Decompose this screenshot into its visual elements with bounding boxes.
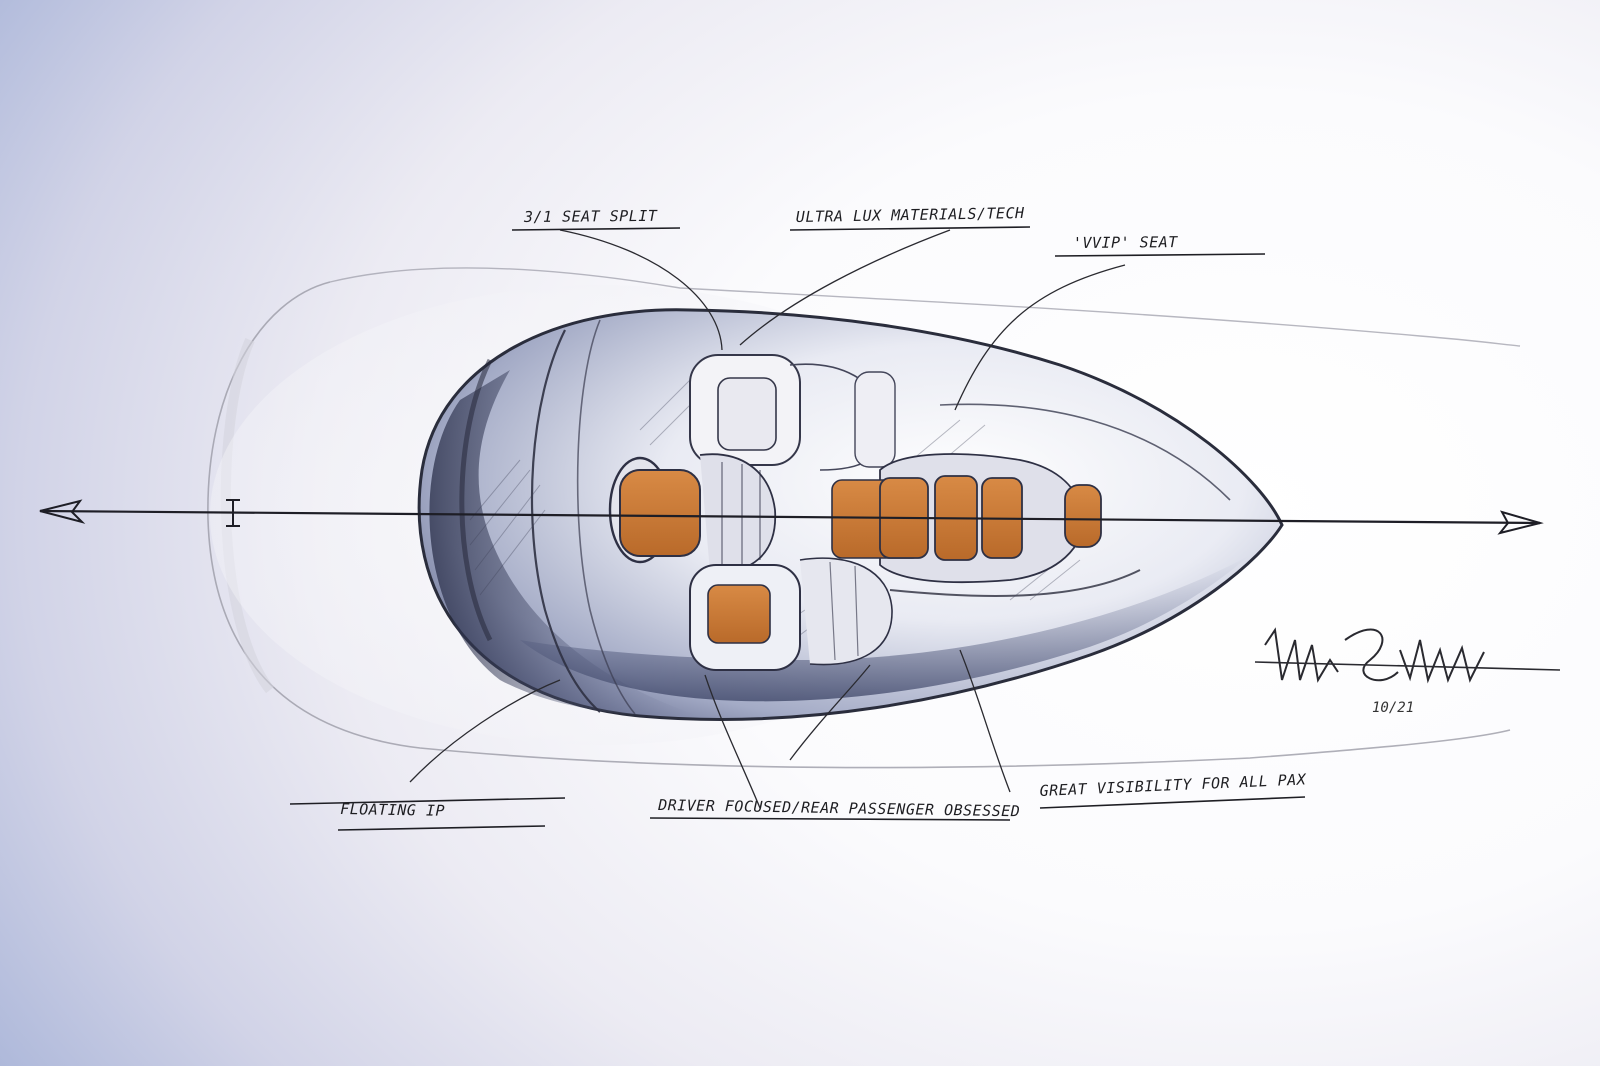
rear-seat-lower [689, 557, 893, 671]
centerline-axis [39, 499, 1544, 535]
label-underlines [289, 226, 1306, 831]
front-seat-upper [689, 354, 896, 471]
label-vvip-seat: 'VVIP' SEAT [1072, 233, 1178, 252]
signature-date: 10/21 [1372, 700, 1415, 716]
outer-body-outline [207, 281, 1511, 769]
arrow-right-icon [1497, 510, 1544, 535]
arrow-left-icon [39, 499, 86, 524]
driver-seat [608, 453, 776, 574]
leader-lines [409, 229, 1126, 809]
designer-signature [1254, 627, 1561, 684]
label-floating-ip: FLOATING IP [340, 800, 446, 820]
outer-body-top [329, 267, 1521, 347]
label-seat-split: 3/1 SEAT SPLIT [523, 206, 658, 226]
